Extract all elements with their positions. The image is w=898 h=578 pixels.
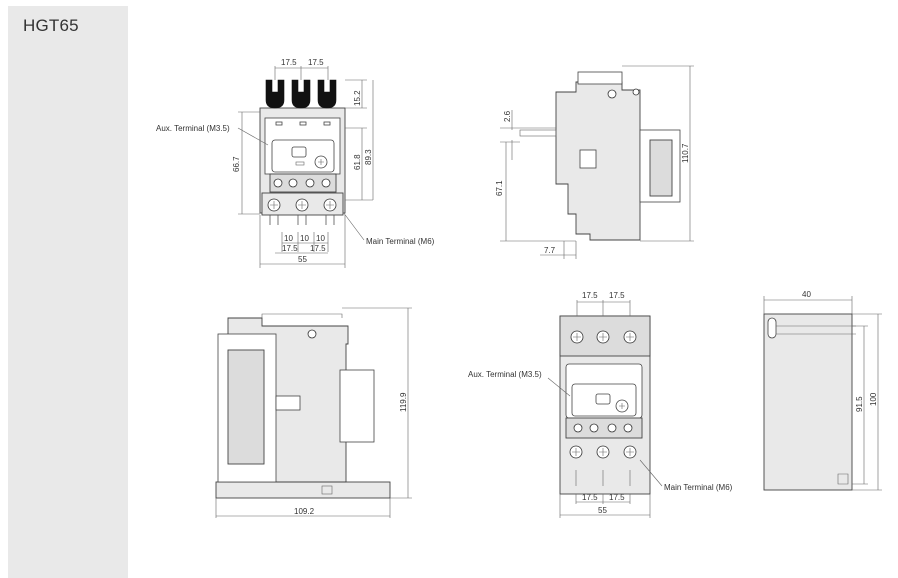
dim-width-55: 55 [298,255,307,264]
dim-119-9: 119.9 [399,392,408,412]
dim-bottom-2: 17.5 [609,493,625,502]
model-title: HGT65 [23,16,79,35]
front-view [259,79,346,225]
dim-17-5a: 17.5 [282,244,298,253]
front-view-dimensions: 17.5 17.5 15.2 61.8 89.3 66.7 10 10 10 1… [156,58,435,268]
mounting-view [763,313,856,491]
dim-10a: 10 [284,234,293,243]
side-view-left-dimensions: 119.9 109.2 [215,307,412,518]
mounting-view-dimensions: 40 91.5 100 [763,290,882,491]
front-view-2-dimensions: 17.5 17.5 17.5 17.5 55 Aux. Terminal (M3… [468,291,733,518]
dim-17-5b: 17.5 [310,244,326,253]
dim-110-7: 110.7 [681,143,690,163]
dim-40: 40 [802,290,811,299]
aux-terminal-label: Aux. Terminal (M3.5) [156,124,230,133]
dim-2-6: 2.6 [503,110,512,122]
side-view-left [215,313,391,499]
dim-67-1: 67.1 [495,180,504,196]
dim-top-h: 15.2 [353,90,362,106]
dim-109-2: 109.2 [294,507,315,516]
dim-7-7: 7.7 [544,246,556,255]
dim-pitch-1: 17.5 [281,58,297,67]
dim-10b: 10 [300,234,309,243]
dim-top-pitch-2: 17.5 [609,291,625,300]
dim-66-7: 66.7 [232,156,241,172]
dim-bottom-1: 17.5 [582,493,598,502]
dim-100: 100 [869,392,878,406]
dim-61-8: 61.8 [353,154,362,170]
side-view-right-dimensions: 2.6 67.1 110.7 7.7 [495,65,694,259]
main-terminal-label-2: Main Terminal (M6) [664,483,733,492]
aux-terminal-label-2: Aux. Terminal (M3.5) [468,370,542,379]
side-view-right [519,71,681,241]
dim-10c: 10 [316,234,325,243]
dim-width-55-2: 55 [598,506,607,515]
dim-91-5: 91.5 [855,396,864,412]
dim-89-3: 89.3 [364,149,373,165]
sidebar-panel [8,6,128,578]
main-terminal-label: Main Terminal (M6) [366,237,435,246]
dim-pitch-2: 17.5 [308,58,324,67]
dim-top-pitch-1: 17.5 [582,291,598,300]
front-view-2 [559,315,651,495]
